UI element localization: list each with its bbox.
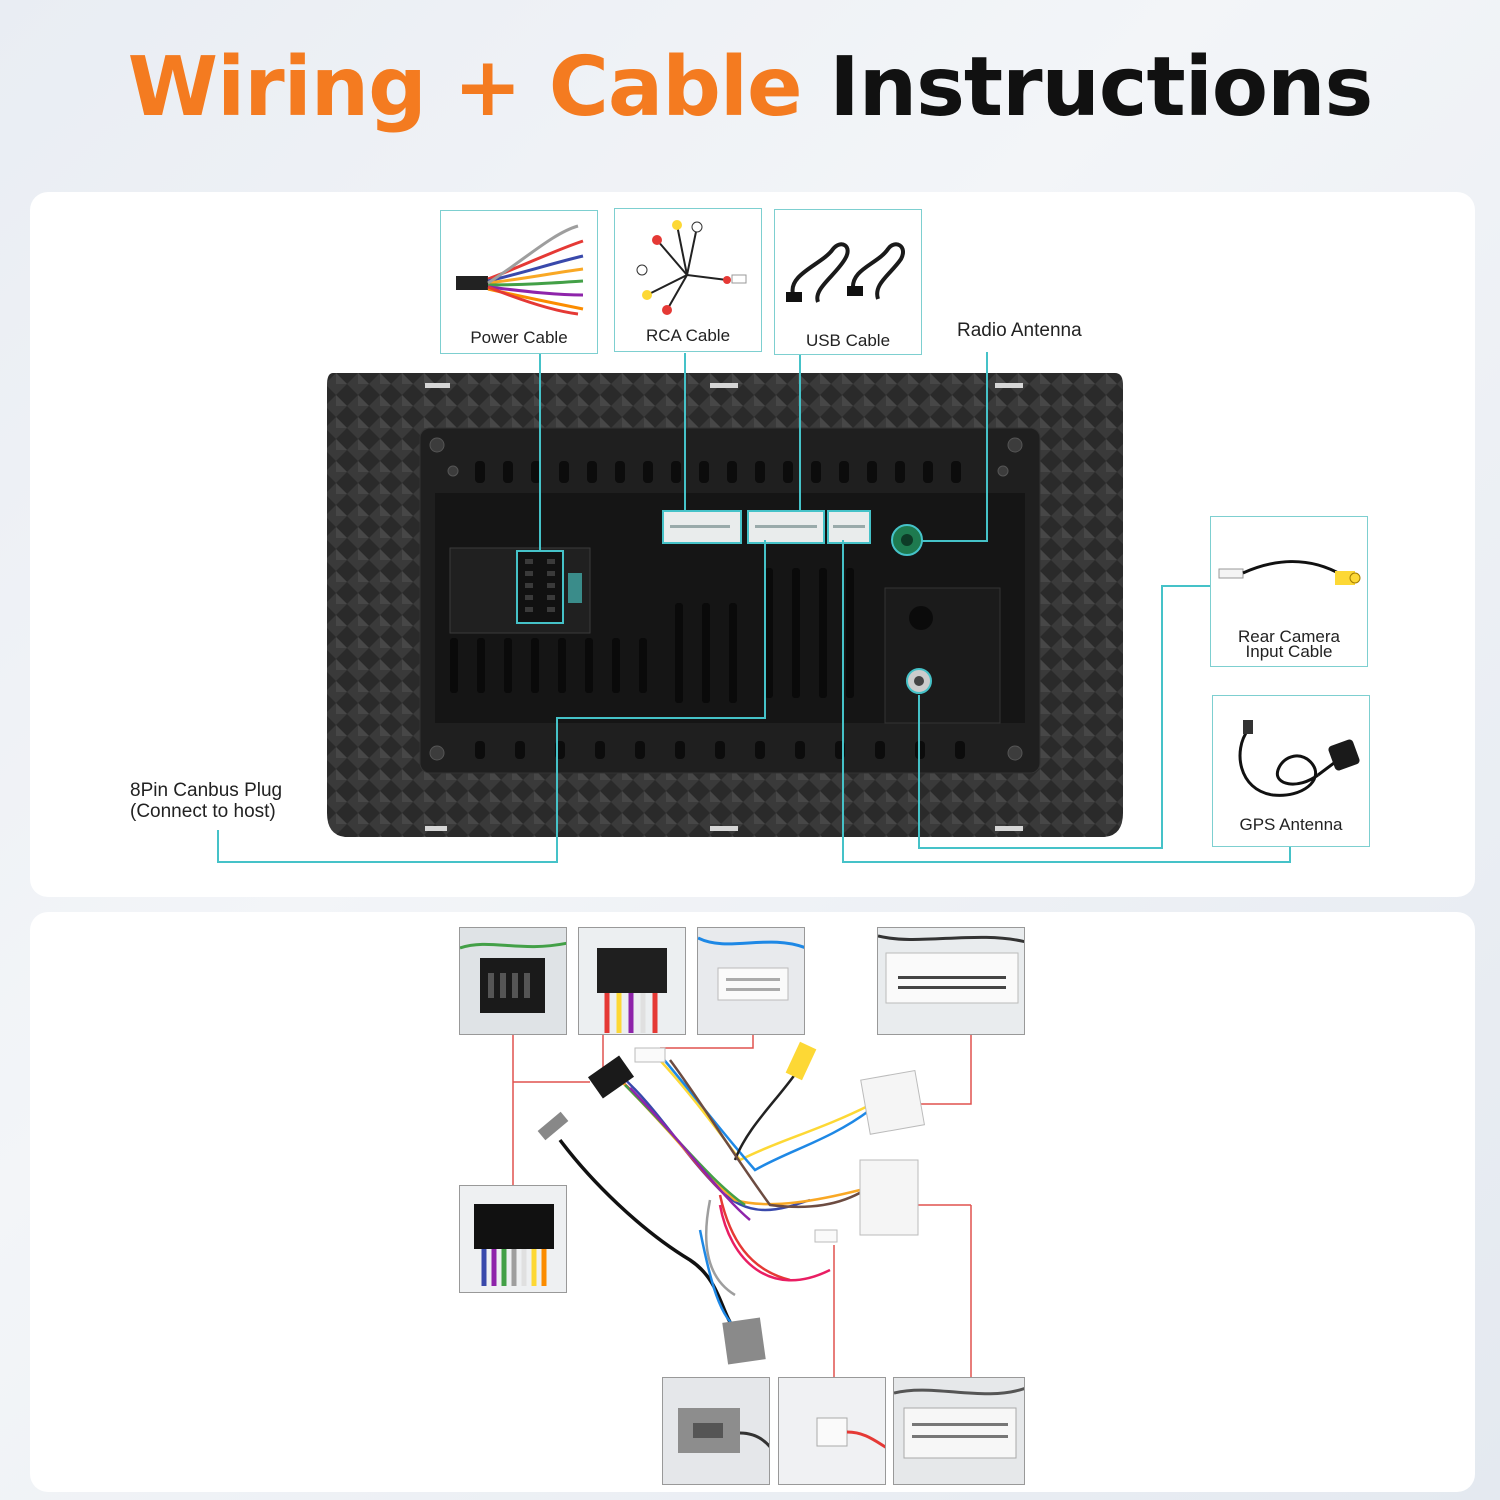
connector-photo-small-white [778, 1377, 886, 1485]
radio-antenna-label: Radio Antenna [957, 320, 1082, 341]
rear-camera-label-line2: Input Cable [1245, 642, 1333, 661]
connector-photo-icon [597, 948, 667, 1033]
connector-photo-iso-harness [459, 1185, 567, 1293]
connector-photo-black-16pin [459, 927, 567, 1035]
connector-photo-white-plug [697, 927, 805, 1035]
canbus-label: 8Pin Canbus Plug (Connect to host) [130, 780, 282, 822]
connector-photo-grey-plug [662, 1377, 770, 1485]
power-cable-icon [456, 224, 584, 316]
connector-photo-white-wide [893, 1377, 1025, 1485]
top-leader-lines [217, 352, 1291, 863]
rca-cable-icon [636, 220, 747, 315]
rear-camera-label-line1: Rear Camera [1237, 627, 1341, 646]
connector-photo-black-plug-wires [578, 927, 686, 1035]
gps-antenna-icon [1238, 720, 1360, 797]
usb-cable-icon [786, 242, 905, 303]
canbus-label-line2: (Connect to host) [130, 801, 276, 822]
connector-photo-icon [816, 1417, 885, 1449]
head-unit-back-icon [327, 373, 1123, 837]
rca-cable-box: RCA Cable [614, 208, 762, 352]
rca-cable-label: RCA Cable [645, 326, 731, 345]
title-plus: + [453, 40, 522, 135]
page-title: Wiring + Cable Instructions [0, 40, 1500, 135]
power-cable-box: Power Cable [440, 210, 598, 354]
rear-camera-cable-icon [1218, 560, 1361, 585]
connector-photo-icon [698, 936, 804, 1001]
usb-cable-box: USB Cable [774, 209, 922, 355]
connector-photo-icon [474, 1204, 554, 1286]
connector-photo-icon [878, 934, 1024, 1004]
canbus-label-line1: 8Pin Canbus Plug [130, 780, 283, 801]
gps-antenna-box: GPS Antenna [1212, 695, 1370, 847]
title-cable: Cable [548, 40, 803, 135]
power-cable-label: Power Cable [470, 328, 568, 347]
connector-photo-icon [460, 941, 566, 1013]
title-wiring: Wiring [127, 40, 427, 135]
usb-cable-label: USB Cable [805, 331, 891, 350]
title-instructions: Instructions [829, 40, 1373, 135]
gps-antenna-label: GPS Antenna [1239, 815, 1343, 834]
connector-photo-icon [894, 1387, 1024, 1459]
rear-camera-cable-box: Rear Camera Input Cable [1210, 516, 1368, 667]
wiring-harness-icon [537, 1041, 926, 1365]
connector-photo-white-large [877, 927, 1025, 1035]
connector-photo-icon [678, 1408, 769, 1453]
